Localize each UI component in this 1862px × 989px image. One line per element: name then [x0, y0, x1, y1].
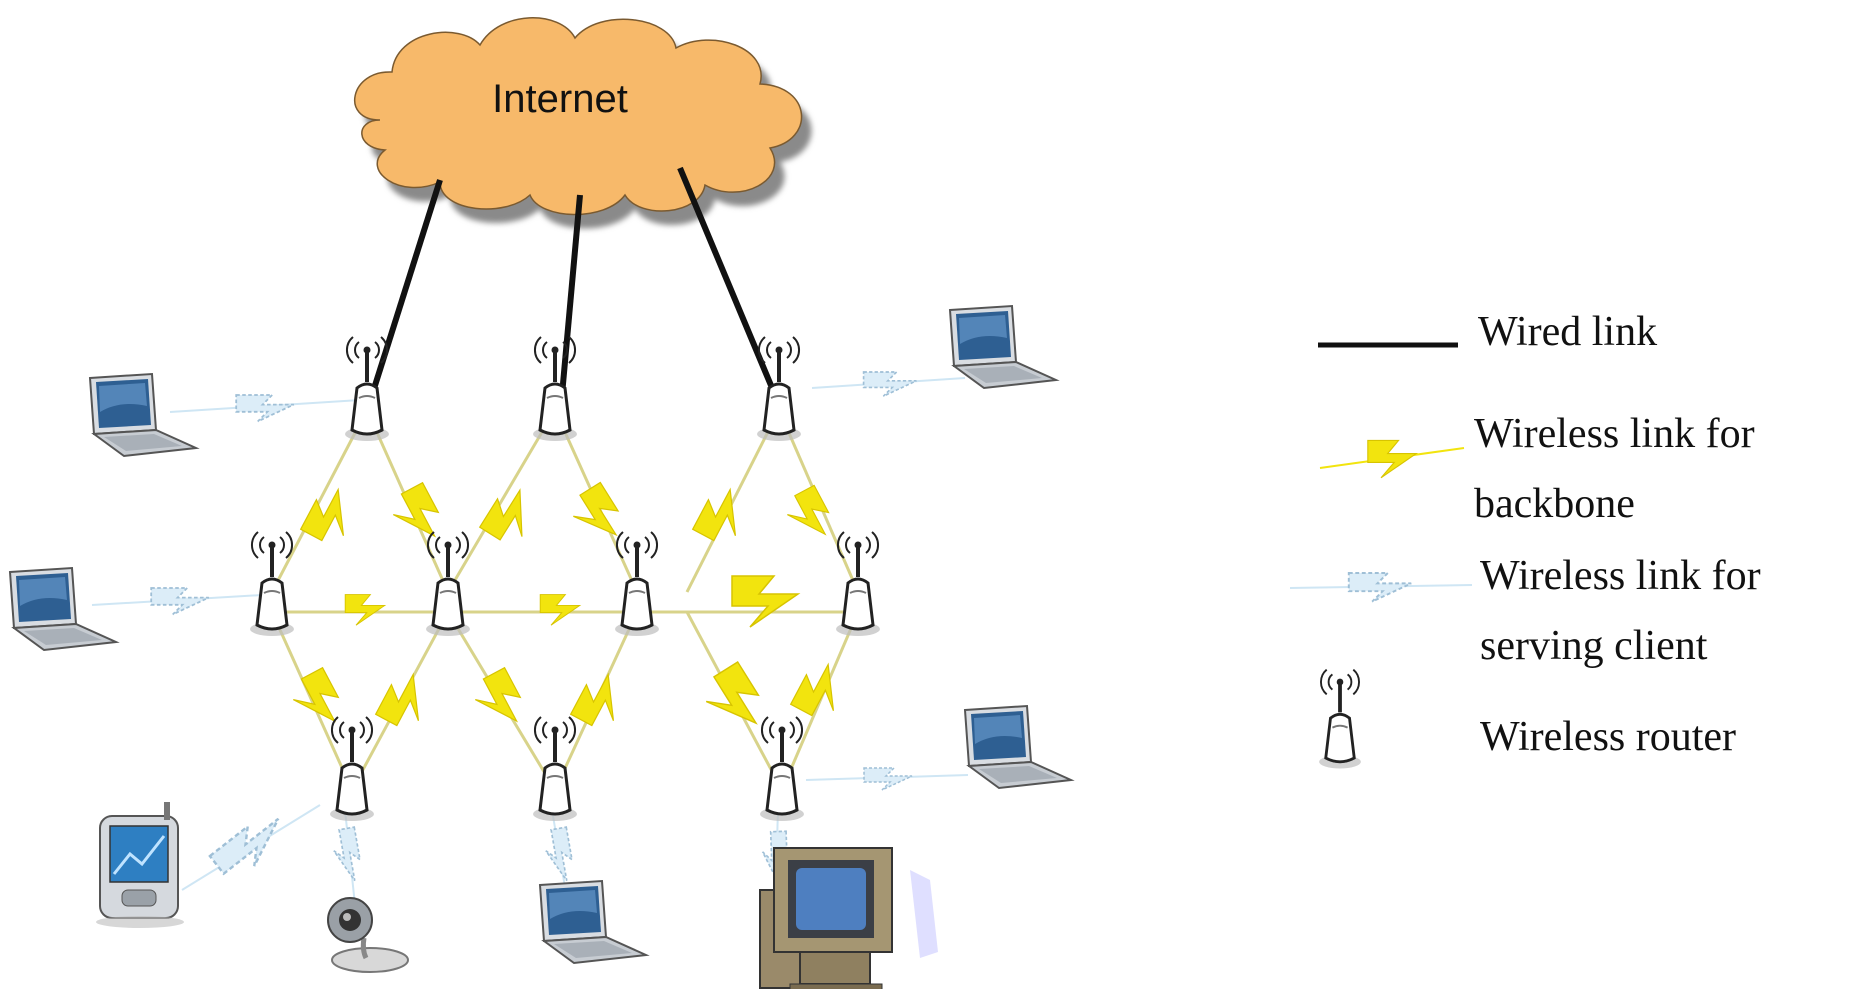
legend-router-label: Wireless router	[1480, 713, 1736, 761]
legend-backbone-line1: Wireless link for	[1474, 411, 1755, 457]
laptop-icon	[539, 880, 647, 964]
legend-client-line1: Wireless link for	[1480, 553, 1761, 599]
backbone-bolt	[780, 484, 838, 547]
backbone-bolt	[731, 575, 799, 628]
wireless-router-icon	[328, 715, 376, 823]
wired-link	[677, 166, 778, 397]
routers	[248, 335, 882, 823]
client-bolt	[208, 807, 294, 885]
legend-backbone-label: Wireless link for backbone	[1474, 410, 1755, 528]
legend-backbone-line2: backbone	[1474, 481, 1635, 527]
wired-link	[559, 194, 583, 396]
wireless-router-icon	[531, 335, 579, 443]
client-bolt	[329, 826, 365, 885]
backbone-bolt	[467, 667, 530, 735]
laptop-icon	[9, 567, 117, 651]
clients	[9, 305, 1072, 989]
internet-cloud: Internet	[353, 17, 812, 229]
legend-wired-text: Wired link	[1478, 309, 1658, 355]
laptop-icon	[89, 373, 197, 457]
wireless-router-icon	[755, 335, 803, 443]
wireless-router-icon	[424, 530, 472, 638]
wireless-router-icon	[613, 530, 661, 638]
backbone-bolt	[300, 482, 363, 550]
laptop-icon	[964, 705, 1072, 789]
wireless-router-icon	[531, 715, 579, 823]
legend-wired-label: Wired link	[1478, 308, 1657, 356]
legend-router-text: Wireless router	[1480, 714, 1737, 760]
laptop-icon	[949, 305, 1057, 389]
legend-router-symbol	[1317, 667, 1363, 771]
wireless-router-icon	[248, 530, 296, 638]
backbone-links	[285, 481, 853, 741]
backbone-bolt	[790, 657, 853, 725]
legend-backbone-symbol	[1319, 439, 1465, 479]
backbone-bolt	[692, 482, 755, 550]
backbone-bolt	[570, 667, 633, 735]
client-bolt	[541, 826, 577, 885]
client-bolt	[863, 767, 913, 791]
wireless-router-icon	[834, 530, 882, 638]
legend-client-symbol	[1289, 572, 1473, 603]
client-bolt	[235, 394, 295, 423]
pda-icon	[96, 802, 184, 928]
webcam-icon	[327, 897, 409, 973]
legend-client-line2: serving client	[1480, 623, 1708, 669]
legend-client-label: Wireless link for serving client	[1480, 552, 1761, 670]
backbone-bolt	[285, 667, 348, 735]
legend-symbols	[1289, 342, 1473, 771]
backbone-bolt	[479, 481, 543, 550]
wireless-router-icon	[758, 715, 806, 823]
backbone-bolt	[539, 594, 581, 626]
backbone-bolt	[696, 661, 772, 741]
desktop-computer-icon	[759, 847, 938, 989]
client-bolt	[862, 371, 918, 398]
cloud-label: Internet	[492, 77, 628, 121]
backbone-bolt	[344, 594, 386, 626]
backbone-bolt	[375, 667, 438, 735]
client-bolt	[150, 587, 210, 616]
